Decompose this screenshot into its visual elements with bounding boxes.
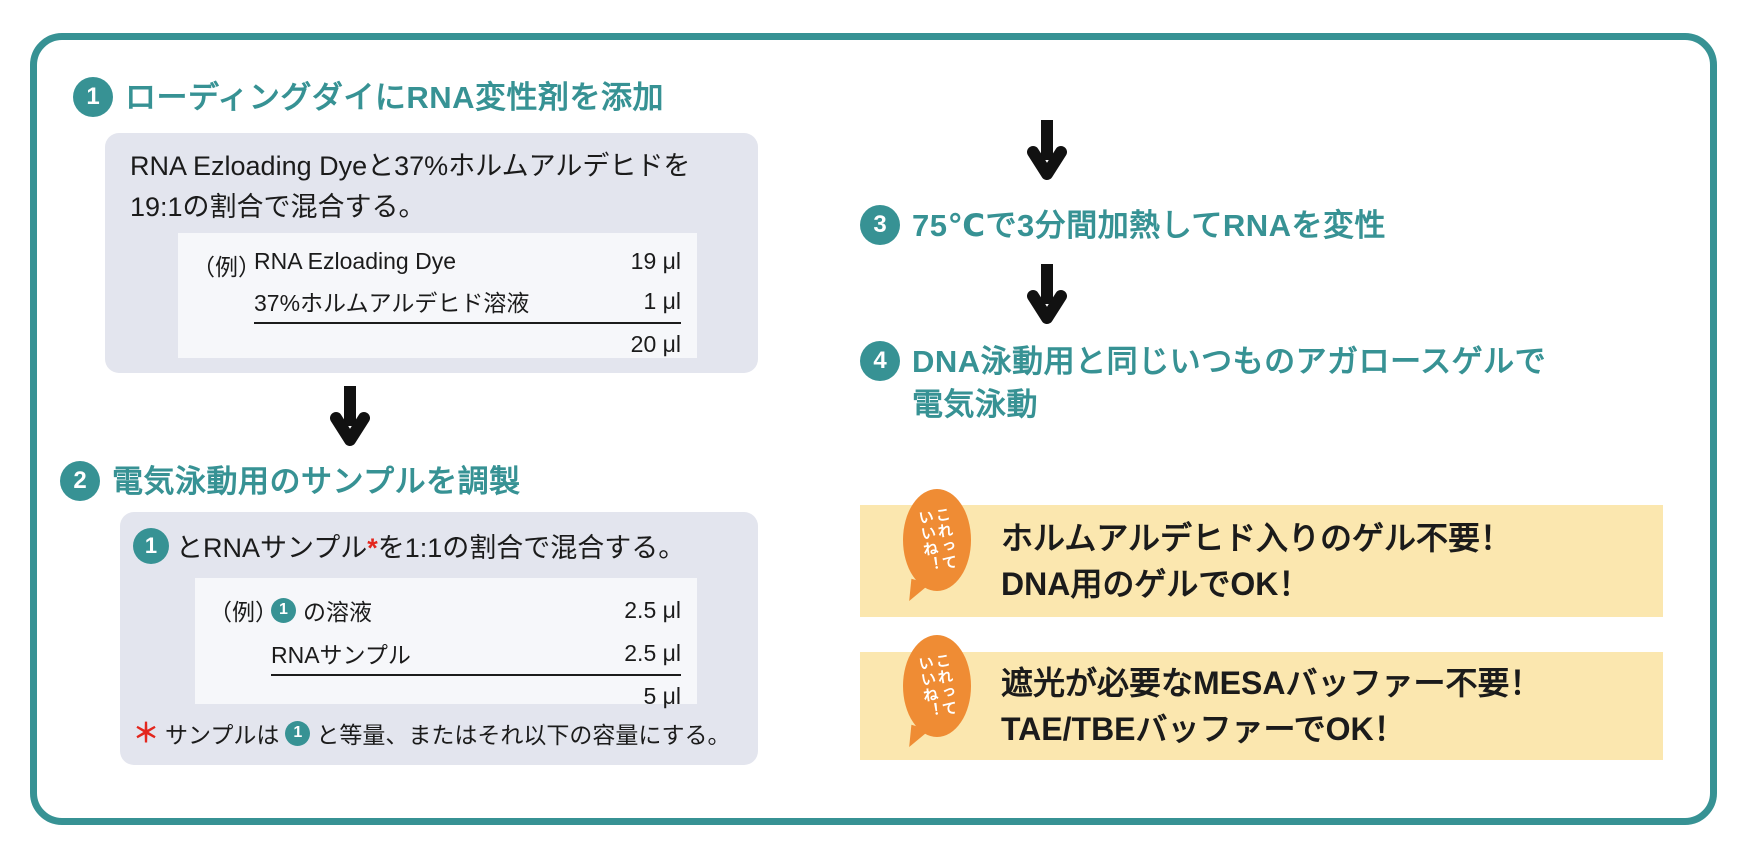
step-3-heading: 3 75℃で3分間加熱してRNAを変性 (860, 204, 1386, 247)
intro-text-pre: とRNAサンプル (176, 533, 368, 563)
step-2-heading: 2 電気泳動用のサンプルを調製 (60, 460, 521, 503)
table-row: RNA Ezloading Dye 19 μl (254, 243, 681, 279)
intro-text-post: を1:1の割合で混合する。 (377, 533, 686, 563)
recipe-rows: 1 の溶液 2.5 μl RNAサンプル 2.5 μl 5 μl (271, 588, 681, 709)
step-3-badge: 3 (860, 205, 900, 245)
bubble-1-text: これって いいね！ (916, 506, 959, 574)
row-value: 19 μl (630, 248, 681, 274)
step-1-ref-badge-small: 1 (271, 597, 296, 623)
row-value: 2.5 μl (624, 596, 681, 623)
footnote-text-post: と等量、またはそれ以下の容量にする。 (316, 722, 731, 748)
footnote-text-pre: サンプルは (165, 722, 280, 748)
step-1-heading: 1 ローディングダイにRNA変性剤を添加 (73, 76, 664, 119)
total-value: 20 μl (630, 331, 681, 357)
note-1-line2: DNA用のゲルでOK！ (1001, 566, 1311, 602)
step-4-badge: 4 (860, 341, 900, 381)
flow-arrow-right-1 (1027, 116, 1067, 184)
row-label: RNA Ezloading Dye (254, 248, 456, 274)
row-label: 37%ホルムアルデヒド溶液 (254, 290, 530, 316)
row-label-text: の溶液 (303, 599, 372, 625)
note-2-line2: TAE/TBEバッファーでOK！ (1001, 711, 1406, 747)
example-label: （例） (192, 254, 261, 280)
step-4-title: DNA泳動用と同じいつものアガロースゲルで 電気泳動 (912, 340, 1546, 426)
step-4-heading: 4 DNA泳動用と同じいつものアガロースゲルで 電気泳動 (860, 340, 1546, 426)
benefit-note-2: 遮光が必要なMESAバッファー不要！ TAE/TBEバッファーでOK！ (860, 652, 1663, 760)
benefit-note-1: ホルムアルデヒド入りのゲル不要！ DNA用のゲルでOK！ (860, 505, 1663, 617)
bubble-2-text: これって いいね！ (916, 652, 959, 720)
step-3-title: 75℃で3分間加熱してRNAを変性 (912, 208, 1386, 243)
step-1-description-line2: 19:1の割合で混合する。 (130, 192, 426, 222)
step-1-panel: RNA Ezloading Dyeと37%ホルムアルデヒドを 19:1の割合で混… (105, 133, 758, 373)
step-2-title: 電気泳動用のサンプルを調製 (112, 464, 521, 499)
step-1-ref-badge-small: 1 (285, 720, 311, 746)
total-value: 5 μl (643, 683, 681, 709)
down-arrow-icon (330, 386, 370, 446)
row-value: 1 μl (643, 287, 681, 314)
step-2-intro: 1 とRNAサンプル*を1:1の割合で混合する。 (133, 526, 685, 565)
table-total-row: 20 μl (254, 324, 681, 362)
intro-text: とRNAサンプル*を1:1の割合で混合する。 (176, 526, 685, 565)
recipe-rows: RNA Ezloading Dye 19 μl 37%ホルムアルデヒド溶液 1 … (254, 243, 681, 357)
table-row: 1 の溶液 2.5 μl (271, 588, 681, 631)
step-2-panel: 1 とRNAサンプル*を1:1の割合で混合する。 （例） 1 の溶液 2.5 μ… (120, 512, 758, 765)
note-1-line1: ホルムアルデヒド入りのゲル不要！ (1001, 520, 1513, 556)
flow-arrow-right-2 (1027, 260, 1067, 328)
outer-frame (30, 33, 1717, 825)
step-1-ref-badge: 1 (133, 527, 169, 564)
footnote-asterisk: ＊ (133, 718, 160, 748)
flow-arrow-left (330, 382, 370, 450)
step-1-description-line1: RNA Ezloading Dyeと37%ホルムアルデヒドを (130, 151, 691, 181)
step-4-title-line2: 電気泳動 (912, 387, 1038, 422)
example-label: （例） (209, 599, 278, 625)
step-2-badge: 2 (60, 461, 100, 501)
down-arrow-icon (1027, 264, 1067, 324)
table-total-row: 5 μl (271, 676, 681, 714)
table-row: 37%ホルムアルデヒド溶液 1 μl (254, 279, 681, 324)
intro-asterisk: * (367, 533, 378, 563)
speech-bubble-1: これって いいね！ (903, 489, 971, 606)
row-label: 1 の溶液 (271, 593, 372, 627)
table-row: RNAサンプル 2.5 μl (271, 631, 681, 676)
step-1-description: RNA Ezloading Dyeと37%ホルムアルデヒドを 19:1の割合で混… (130, 146, 690, 228)
step-1-title: ローディングダイにRNA変性剤を添加 (125, 80, 664, 115)
note-2-line1: 遮光が必要なMESAバッファー不要！ (1001, 665, 1542, 701)
sample-footnote: ＊ サンプルは 1 と等量、またはそれ以下の容量にする。 (133, 716, 731, 750)
step-4-title-line1: DNA泳動用と同じいつものアガロースゲルで (912, 344, 1547, 379)
step-1-badge: 1 (73, 77, 113, 117)
step-1-example-table: （例） RNA Ezloading Dye 19 μl 37%ホルムアルデヒド溶… (178, 233, 697, 358)
row-label: RNAサンプル (271, 642, 411, 668)
down-arrow-icon (1027, 120, 1067, 180)
step-2-example-table: （例） 1 の溶液 2.5 μl RNAサンプル 2.5 μl 5 μl (195, 578, 697, 709)
row-value: 2.5 μl (624, 639, 681, 666)
speech-bubble-2: これって いいね！ (903, 635, 971, 752)
